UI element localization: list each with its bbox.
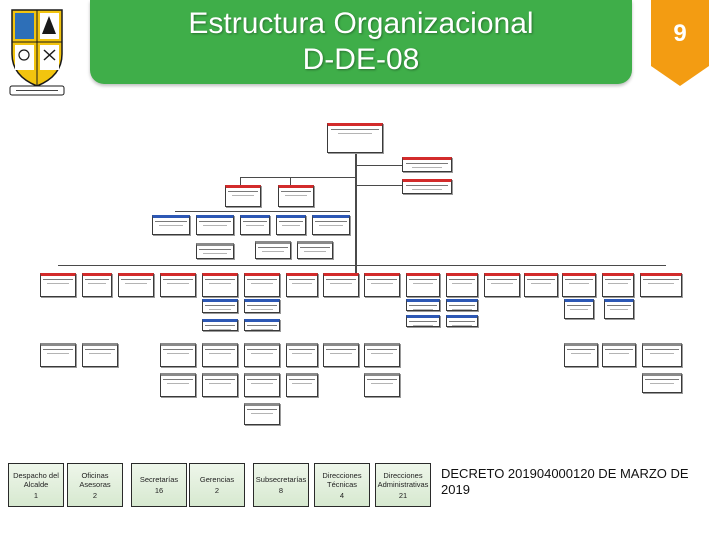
connector-line: [58, 265, 666, 266]
org-box-subsecretaria: [406, 299, 440, 311]
org-box-secretaria: [160, 273, 196, 297]
org-box-subsecretaria: [202, 319, 238, 331]
org-box-secretaria: [446, 273, 478, 297]
org-box-direccion: [152, 215, 190, 235]
org-box-secretaria: [40, 273, 76, 297]
legend-count: 2: [214, 486, 220, 495]
org-box-direccion: [160, 373, 196, 397]
connector-line: [355, 153, 357, 273]
org-box-secretaria: [640, 273, 682, 297]
legend-count: 1: [33, 490, 39, 500]
org-box-direccion: [312, 215, 350, 235]
legend-item-despacho: Despacho del Alcalde 1: [8, 463, 64, 507]
connector-line: [175, 211, 350, 212]
org-chart: [0, 115, 720, 445]
org-box-direccion: [602, 343, 636, 367]
connector-line: [357, 165, 402, 166]
org-box-direccion: [642, 373, 682, 393]
org-box-secretaria: [364, 273, 400, 297]
legend-item-direcciones-administrativas: Direcciones Administrativas 21: [375, 463, 431, 507]
connector-line: [240, 177, 357, 178]
legend-label: Secretarías: [139, 475, 179, 484]
org-box-direccion: [364, 373, 400, 397]
org-box-direccion: [276, 215, 306, 235]
org-box-direccion: [244, 343, 280, 367]
connector-line: [290, 177, 291, 187]
legend-count: 16: [154, 486, 164, 495]
org-box-oficina-asesora: [402, 179, 452, 194]
legend-label: Despacho del Alcalde: [13, 470, 59, 489]
org-box-subsecretaria: [446, 315, 478, 327]
decree-text: DECRETO 201904000120 DE MARZO DE 2019: [441, 466, 689, 497]
org-box-direccion: [82, 343, 118, 367]
org-box-direccion: [202, 343, 238, 367]
legend-item-oficinas-asesoras: Oficinas Asesoras 2: [67, 463, 123, 507]
org-box-subsecretaria: [604, 299, 634, 319]
legend-label: Gerencias: [199, 475, 235, 484]
legend-item-secretarias: Secretarías 16: [131, 463, 187, 507]
org-box-direccion: [244, 403, 280, 425]
legend-item-direcciones-tecnicas: Direcciones Técnicas 4: [314, 463, 370, 507]
org-box-secretaria: [406, 273, 440, 297]
org-box-secretaria: [244, 273, 280, 297]
coat-of-arms-logo: [9, 9, 65, 96]
org-box-direccion: [160, 343, 196, 367]
org-box-gerencia: [278, 185, 314, 207]
org-box-secretaria: [484, 273, 520, 297]
legend-item-gerencias: Gerencias 2: [189, 463, 245, 507]
page-badge: [651, 0, 709, 86]
org-box-direccion: [286, 343, 318, 367]
title-banner: Estructura Organizacional D-DE-08: [90, 0, 632, 84]
org-box-secretaria: [82, 273, 112, 297]
org-box-direccion: [244, 373, 280, 397]
org-box-direccion: [297, 241, 333, 259]
org-box-direccion: [364, 343, 400, 367]
legend-count: 8: [278, 486, 284, 495]
org-box-direccion: [196, 215, 234, 235]
org-box-subsecretaria: [406, 315, 440, 327]
org-box-secretaria: [202, 273, 238, 297]
org-box-subsecretaria: [244, 299, 280, 313]
org-box-direccion: [202, 373, 238, 397]
org-box-direccion: [564, 343, 598, 367]
connector-line: [240, 177, 241, 187]
org-box-direccion: [323, 343, 359, 367]
legend-label: Oficinas Asesoras: [79, 470, 111, 489]
legend-label: Direcciones Técnicas: [322, 470, 362, 489]
org-box-direccion: [40, 343, 76, 367]
org-box-subsecretaria: [202, 299, 238, 313]
document-code: D-DE-08: [302, 43, 420, 76]
org-box-direccion: [255, 241, 291, 259]
org-box-direccion: [642, 343, 682, 367]
org-box-direccion: [196, 243, 234, 259]
org-box-subsecretaria: [244, 319, 280, 331]
org-box-secretaria: [323, 273, 359, 297]
org-box-secretaria: [524, 273, 558, 297]
org-box-gerencia: [225, 185, 261, 207]
org-box-secretaria: [562, 273, 596, 297]
legend-count: 4: [339, 490, 345, 500]
connector-line: [357, 185, 402, 186]
page-number: 9: [673, 20, 687, 47]
org-box-secretaria: [286, 273, 318, 297]
org-box-alcalde: [327, 123, 383, 153]
legend-count: 21: [398, 490, 408, 500]
org-box-secretaria: [118, 273, 154, 297]
org-box-secretaria: [602, 273, 634, 297]
legend-count: 2: [92, 490, 98, 500]
org-box-oficina-asesora: [402, 157, 452, 172]
org-box-subsecretaria: [446, 299, 478, 311]
org-box-direccion: [240, 215, 270, 235]
legend-label: Direcciones Administrativas: [377, 470, 429, 489]
legend-item-subsecretarias: Subsecretarías 8: [253, 463, 309, 507]
org-box-direccion: [286, 373, 318, 397]
org-box-subsecretaria: [564, 299, 594, 319]
legend-label: Subsecretarías: [255, 475, 307, 484]
page-title: Estructura Organizacional: [188, 7, 534, 40]
